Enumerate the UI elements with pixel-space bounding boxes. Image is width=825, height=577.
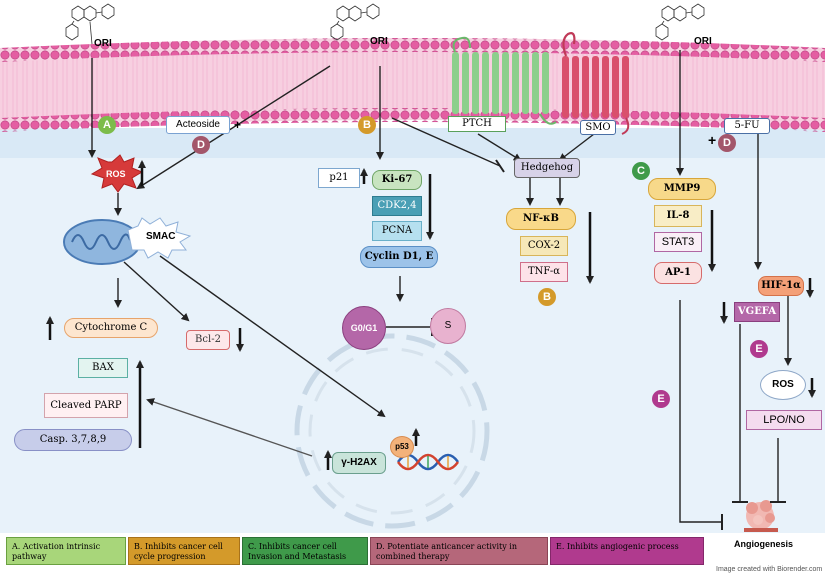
ros-burst	[90, 154, 144, 193]
lpo-box: LPO/NO	[746, 410, 822, 430]
acteoside-box: Acteoside	[166, 116, 230, 134]
ros-right-cloud: ROS	[760, 370, 806, 400]
ki67-box: Ki-67	[372, 170, 422, 190]
caspases-box: Casp. 3,7,8,9	[14, 429, 132, 451]
plus-left: +	[234, 118, 242, 132]
plus-right: +	[708, 132, 717, 148]
ori-label-right: ORI	[694, 36, 712, 47]
smo-receptor	[562, 32, 630, 135]
badge-b: B	[358, 116, 376, 134]
smo-label: SMO	[580, 120, 616, 135]
badge-a: A	[98, 116, 116, 134]
badge-c: C	[632, 162, 650, 180]
h2ax-box: γ-H2AX	[332, 452, 386, 474]
tnfa-box: TNF-α	[520, 262, 568, 282]
stat3-box: STAT3	[654, 232, 702, 252]
smac-label: SMAC	[146, 231, 176, 242]
angiogenesis-tissue	[744, 500, 778, 532]
cleaved-parp-box: Cleaved PARP	[44, 393, 128, 418]
ori-label-left: ORI	[94, 38, 112, 49]
fu-box: 5-FU	[724, 118, 770, 134]
legend-item-a: A. Activation intrinsic pathway	[6, 537, 126, 565]
g0g1-circle: G0/G1	[342, 306, 386, 350]
ori-molecule-left	[65, 3, 115, 45]
ori-molecule-center	[330, 3, 380, 41]
s-phase-circle: S	[430, 308, 466, 344]
badge-d-left: D	[192, 136, 210, 154]
ptch-label: PTCH	[448, 116, 506, 132]
bax-box: BAX	[78, 358, 128, 378]
hif-box: HIF-1α	[758, 276, 804, 296]
ori-label-center: ORI	[370, 36, 388, 47]
p21-box: p21	[318, 168, 360, 188]
mmp9-box: MMP9	[648, 178, 716, 200]
angiogenesis-label: Angiogenesis	[734, 539, 794, 549]
legend-item-d: D. Potentiate anticancer activity in com…	[370, 537, 548, 565]
legend-item-c: C. Inhibits cancer cell Invasion and Met…	[242, 537, 368, 565]
badge-b-2: B	[538, 288, 556, 306]
nfkb-box: NF-κB	[506, 208, 576, 230]
bcl2-box: Bcl-2	[186, 330, 230, 350]
cox2-box: COX-2	[520, 236, 568, 256]
badge-e-2: E	[652, 390, 670, 408]
ros-label: ROS	[106, 169, 126, 179]
hedgehog-box: Hedgehog	[514, 158, 580, 178]
mitochondrion	[63, 219, 141, 265]
legend-item-b: B. Inhibits cancer cell cycle progressio…	[128, 537, 240, 565]
legend-item-e: E. Inhibits angiogenic process	[550, 537, 704, 565]
il8-box: IL-8	[654, 205, 702, 227]
cdk-box: CDK2,4	[372, 196, 422, 216]
vegfa-box: VGEFA	[734, 302, 780, 322]
pcna-box: PCNA	[372, 221, 422, 241]
credit-text: Image created with Biorender.com	[716, 566, 823, 573]
regulation-arrows	[46, 160, 816, 470]
ap1-box: AP-1	[654, 262, 702, 284]
cell-membrane	[0, 38, 825, 132]
badge-e: E	[750, 340, 768, 358]
cyclin-box: Cyclin D1, E	[360, 246, 438, 268]
ori-molecule-right	[655, 3, 705, 41]
badge-d-right: D	[718, 134, 736, 152]
ptch-receptor	[452, 36, 557, 125]
p53-circle: p53	[390, 436, 414, 458]
cytochrome-c-box: Cytochrome C	[64, 318, 158, 338]
smac-cloud	[127, 217, 192, 259]
pathway-arrows	[88, 50, 792, 530]
nucleus	[294, 333, 490, 529]
